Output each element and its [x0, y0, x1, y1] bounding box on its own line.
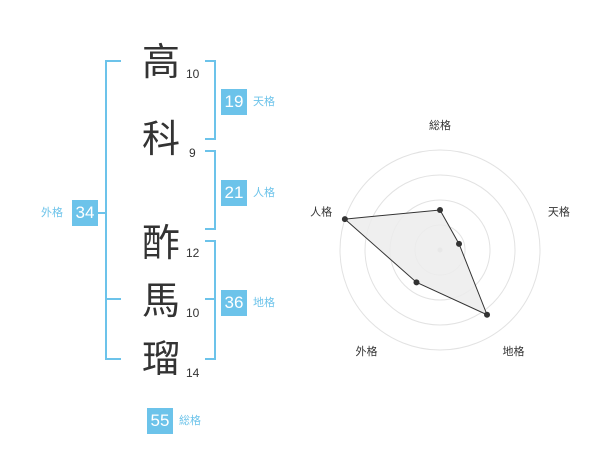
- radar-axis-label: 天格: [548, 204, 570, 218]
- soukaku-label: 総格: [179, 414, 201, 427]
- radar-axis-label: 総格: [429, 118, 451, 132]
- radar-point: [341, 216, 348, 223]
- tenkaku-label: 天格: [253, 95, 275, 108]
- radar-axis-label: 地格: [502, 344, 524, 358]
- stroke-count-5: 14: [186, 366, 200, 380]
- stroke-count-2: 9: [189, 146, 196, 160]
- tenkaku-value-badge: 19: [221, 89, 247, 115]
- name-char-3: 酢: [141, 221, 180, 265]
- radar-point: [456, 240, 463, 247]
- jinkaku-value-badge: 21: [221, 180, 247, 206]
- gaikaku-label: 外格: [41, 206, 63, 219]
- name-char-4: 馬: [141, 279, 180, 323]
- jinkaku-label: 人格: [253, 186, 275, 199]
- radar-point: [413, 279, 420, 286]
- stroke-count-4: 10: [186, 306, 200, 320]
- chikaku-value-badge: 36: [221, 290, 247, 316]
- radar-point: [484, 311, 491, 318]
- stroke-count-3: 12: [186, 246, 200, 260]
- gaikaku-value-badge: 34: [72, 200, 98, 226]
- soukaku-value-badge: 55: [147, 408, 173, 434]
- radar-area: [343, 209, 488, 316]
- radar-ring: [364, 174, 516, 326]
- radar-axis-label: 人格: [310, 204, 332, 218]
- name-char-1: 高: [141, 40, 180, 84]
- name-char-2: 科: [141, 117, 180, 161]
- radar-point: [437, 207, 443, 213]
- stroke-count-1: 10: [186, 67, 200, 81]
- radar-axis-label: 外格: [356, 344, 378, 358]
- name-char-5: 瑠: [141, 337, 180, 381]
- radar-ring: [339, 149, 541, 351]
- chikaku-label: 地格: [253, 296, 275, 309]
